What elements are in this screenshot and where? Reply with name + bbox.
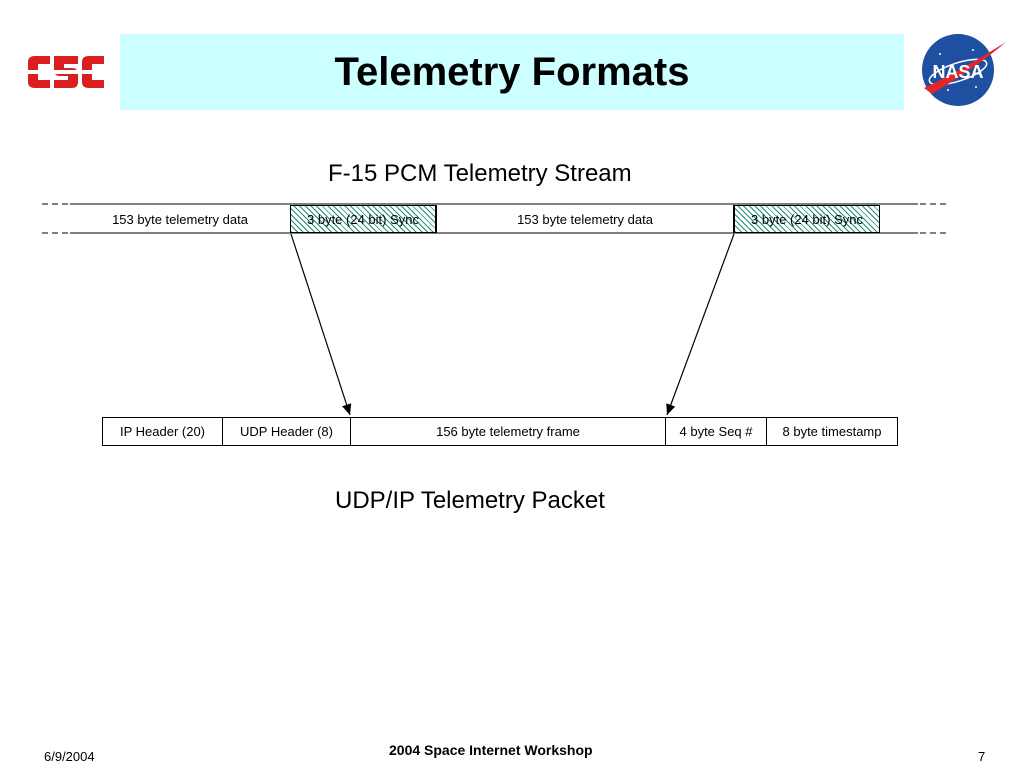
csc-logo-icon bbox=[28, 56, 104, 88]
title-banner: Telemetry Formats bbox=[120, 34, 904, 110]
segment-label: 3 byte (24 bit) Sync bbox=[751, 211, 863, 227]
packet-field-ip-header: IP Header (20) bbox=[102, 417, 223, 446]
stream-segment-data-1: 153 byte telemetry data bbox=[70, 205, 290, 233]
nasa-logo-icon: NASA bbox=[922, 34, 1006, 106]
field-label: IP Header (20) bbox=[119, 424, 206, 439]
packet-field-seq: 4 byte Seq # bbox=[665, 417, 767, 446]
packet-field-timestamp: 8 byte timestamp bbox=[766, 417, 898, 446]
packet-field-telemetry-frame: 156 byte telemetry frame bbox=[350, 417, 666, 446]
stream-segment-sync-1: 3 byte (24 bit) Sync bbox=[290, 205, 436, 233]
stream-caption: F-15 PCM Telemetry Stream bbox=[328, 160, 632, 187]
segment-label: 153 byte telemetry data bbox=[517, 211, 653, 227]
stream-segment-data-2: 153 byte telemetry data bbox=[436, 205, 734, 233]
stream-segment-sync-2: 3 byte (24 bit) Sync bbox=[734, 205, 880, 233]
packet-field-udp-header: UDP Header (8) bbox=[222, 417, 351, 446]
field-label: 156 byte telemetry frame bbox=[436, 424, 580, 439]
arrow-left bbox=[290, 233, 352, 416]
svg-text:NASA: NASA bbox=[932, 62, 983, 82]
page-number: 7 bbox=[978, 749, 986, 764]
field-label: 4 byte Seq # bbox=[679, 424, 753, 439]
packet-caption: UDP/IP Telemetry Packet bbox=[335, 487, 605, 514]
field-label: 8 byte timestamp bbox=[782, 424, 882, 439]
udp-packet: IP Header (20) UDP Header (8) 156 byte t… bbox=[102, 417, 898, 446]
field-label: UDP Header (8) bbox=[240, 424, 333, 439]
footer-event: 2004 Space Internet Workshop bbox=[389, 742, 593, 758]
segment-label: 3 byte (24 bit) Sync bbox=[307, 211, 419, 227]
segment-label: 153 byte telemetry data bbox=[112, 211, 248, 227]
footer-date: 6/9/2004 bbox=[44, 749, 95, 764]
slide-title: Telemetry Formats bbox=[334, 49, 690, 94]
arrow-right bbox=[666, 233, 735, 416]
